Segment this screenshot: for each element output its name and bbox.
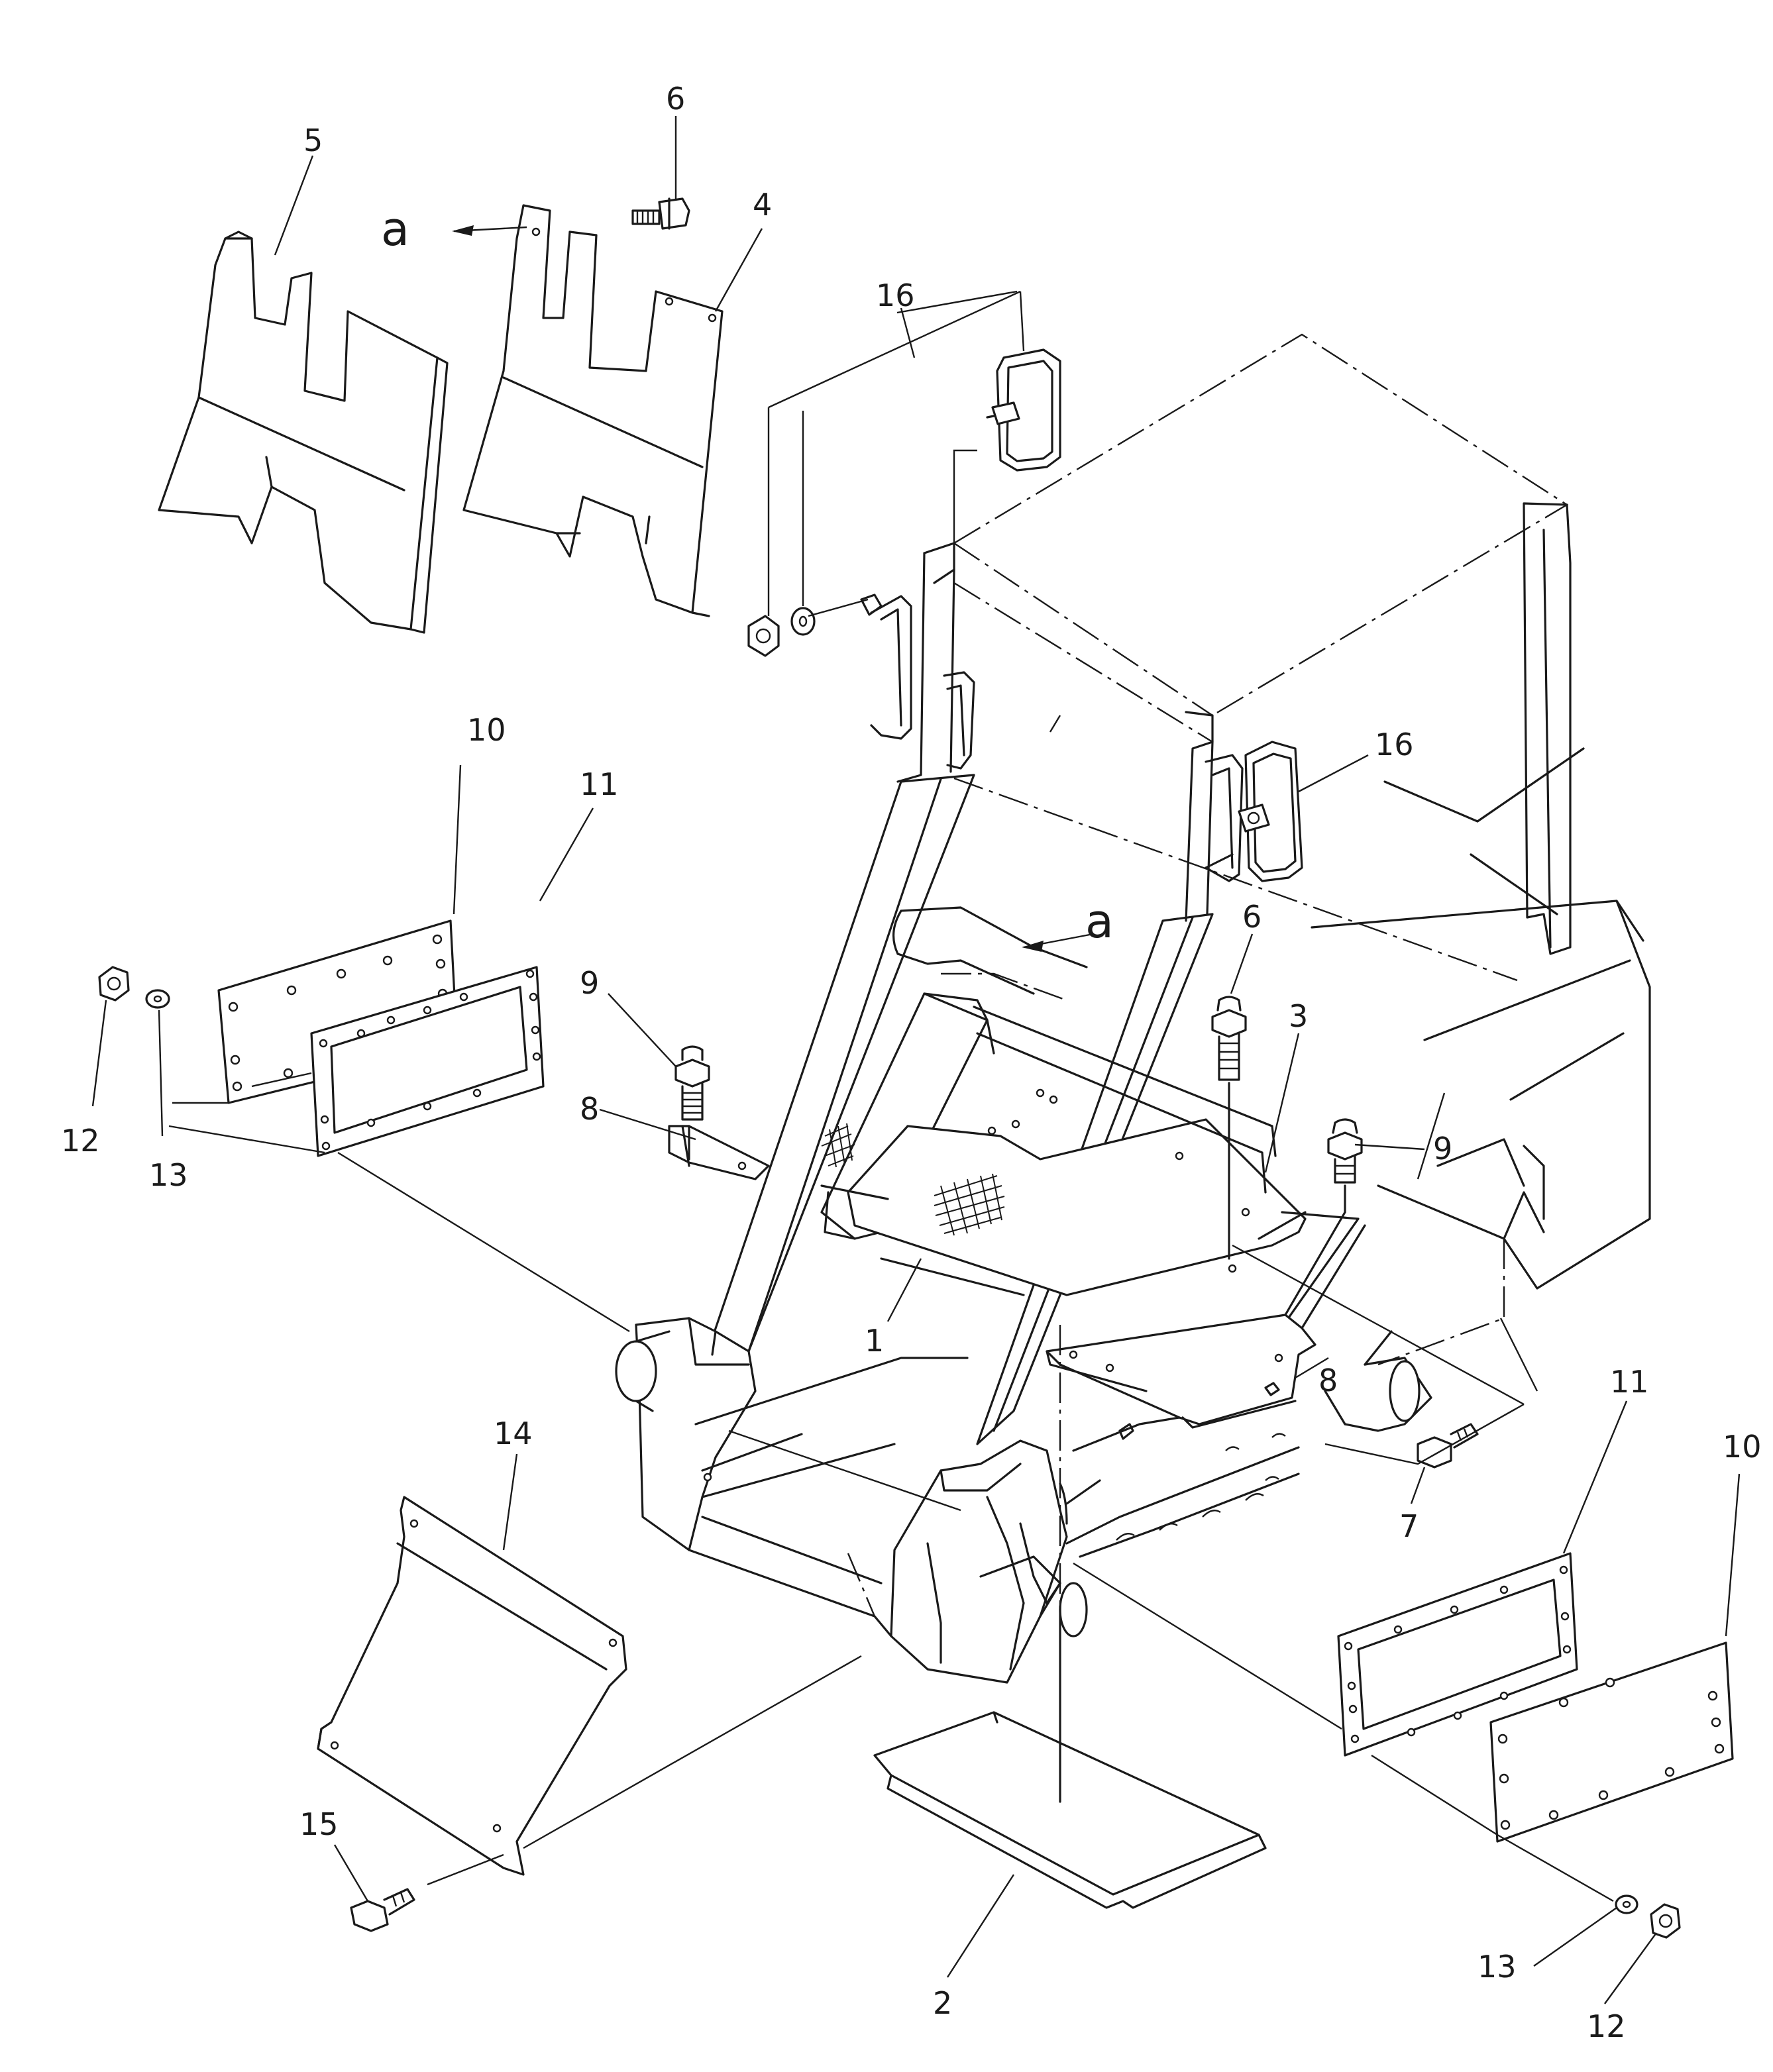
part-15-bolt: [350, 1888, 415, 1932]
part-12-nut-right: [1650, 1903, 1681, 1939]
callout-9-left: 9: [580, 965, 599, 1001]
callout-11-right: 11: [1610, 1364, 1649, 1400]
cab-nut-washer: [747, 594, 883, 657]
label-a-top: a: [381, 202, 409, 256]
callout-6-mid: 6: [1242, 899, 1262, 935]
part-11-gasket-left: [310, 966, 545, 1157]
callout-11-left: 11: [580, 766, 619, 802]
part-8-step-right: [1046, 1211, 1366, 1429]
callout-8-right: 8: [1318, 1363, 1338, 1398]
part-4-floor-plate: [462, 204, 724, 617]
callout-7: 7: [1399, 1508, 1419, 1544]
part-7-bolt: [1417, 1423, 1479, 1469]
part-9-bolt-left: [674, 1045, 710, 1121]
part-2-plate: [873, 1711, 1267, 1909]
leader-lines: [91, 116, 1741, 2004]
callout-10-left: 10: [467, 712, 506, 748]
part-13-washer-left: [145, 989, 170, 1009]
part-6-bolt-mid: [1211, 996, 1247, 1081]
callout-2: 2: [933, 1985, 952, 2021]
callout-3: 3: [1289, 998, 1308, 1034]
callout-16-top: 16: [876, 278, 915, 313]
callout-4: 4: [753, 187, 772, 223]
part-16-mirror-right: [1238, 741, 1303, 882]
part-9-bolt-right: [1327, 1118, 1363, 1184]
callout-12-left: 12: [61, 1123, 100, 1159]
callout-14: 14: [494, 1416, 533, 1451]
part-1-floor-frame: [668, 992, 1360, 1399]
part-16-mirror-top: [986, 348, 1061, 472]
callout-1: 1: [865, 1323, 884, 1359]
steering-column-shaft: [892, 906, 1088, 1002]
cab-frame: [708, 333, 1651, 1445]
part-6-bolt-top: [631, 197, 690, 230]
callout-10-right: 10: [1723, 1429, 1762, 1465]
callout-15: 15: [299, 1806, 339, 1842]
part-14-cover: [317, 1496, 627, 1876]
callout-13-right: 13: [1478, 1949, 1517, 1985]
part-12-nut-left: [98, 966, 130, 1002]
part-13-washer-right: [1615, 1894, 1639, 1914]
callout-13-left: 13: [149, 1157, 188, 1193]
label-a-mid: a: [1085, 894, 1114, 949]
callout-5: 5: [303, 123, 323, 158]
callout-labels: 1 2 3 4 5 6 6 7 8 8 9 9 10 10 11 11 12 1…: [61, 81, 1762, 2044]
callout-6-top: 6: [666, 81, 685, 117]
main-frame-base: [615, 1317, 1432, 1684]
callout-12-right: 12: [1587, 2008, 1626, 2044]
part-5-floor-mat: [158, 231, 449, 634]
part-11-gasket-right: [1337, 1552, 1578, 1757]
part-10-cover-right: [1489, 1641, 1734, 1843]
callout-9-right: 9: [1433, 1131, 1452, 1166]
callout-8-left: 8: [580, 1091, 599, 1127]
assembly-lines: [168, 290, 1614, 1902]
callout-16-right: 16: [1375, 727, 1414, 762]
